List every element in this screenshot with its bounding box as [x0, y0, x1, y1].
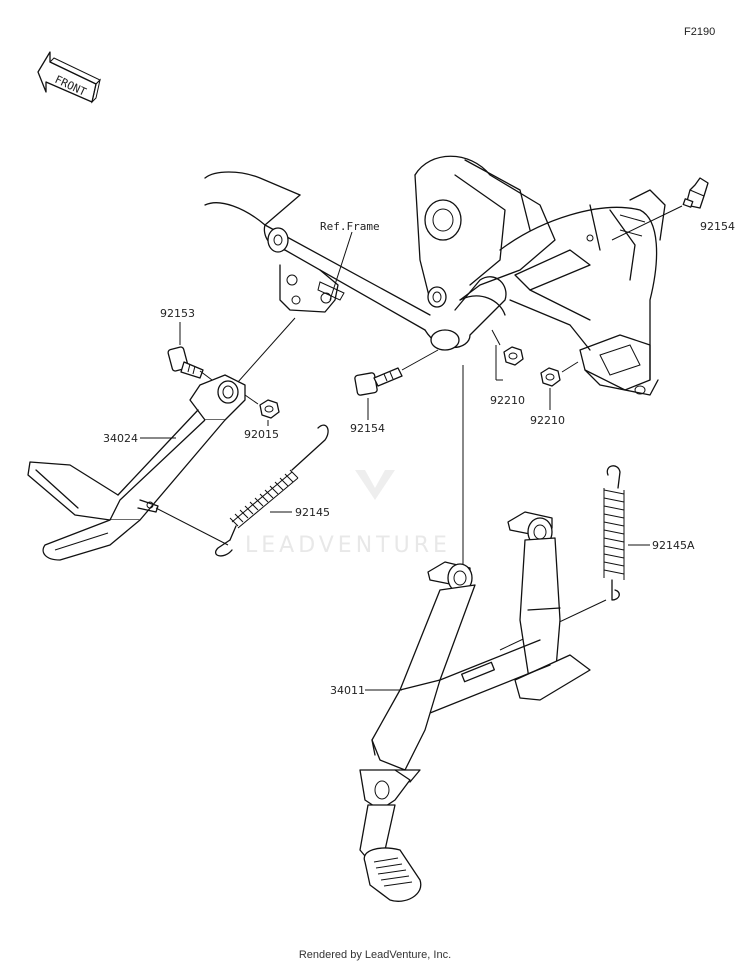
callout-92210-b: 92210: [530, 414, 565, 427]
callout-92154-top: 92154: [700, 220, 735, 233]
ref-frame-label: Ref.Frame: [320, 220, 380, 233]
spring-92145A: [603, 465, 625, 601]
callout-92145: 92145: [295, 506, 330, 519]
watermark-text: LEADVENTURE: [245, 533, 451, 558]
nut-92015: [259, 399, 280, 419]
front-arrow-icon: FRONT: [37, 51, 101, 104]
callout-92015: 92015: [244, 428, 279, 441]
callout-92154-mid: 92154: [350, 422, 385, 435]
frame-assembly: [204, 155, 666, 396]
side-stand-34024: [27, 374, 246, 561]
watermark: LEADVENTURE: [245, 470, 451, 558]
nut-92210-b: [540, 367, 561, 387]
bolt-92153: [167, 346, 204, 379]
bolt-92154-top: [682, 177, 709, 209]
bolt-92154-mid: [354, 367, 403, 396]
callout-34011: 34011: [330, 684, 365, 697]
diagram-code: F2190: [684, 26, 716, 38]
callout-92145A: 92145A: [652, 539, 695, 552]
callout-92210-a: 92210: [490, 394, 525, 407]
center-stand-34011: [359, 511, 591, 902]
callout-34024: 34024: [103, 432, 138, 445]
callout-92153: 92153: [160, 307, 195, 320]
footer-credit: Rendered by LeadVenture, Inc.: [298, 949, 452, 961]
spring-92145: [215, 424, 329, 557]
nut-92210-a: [503, 346, 524, 366]
